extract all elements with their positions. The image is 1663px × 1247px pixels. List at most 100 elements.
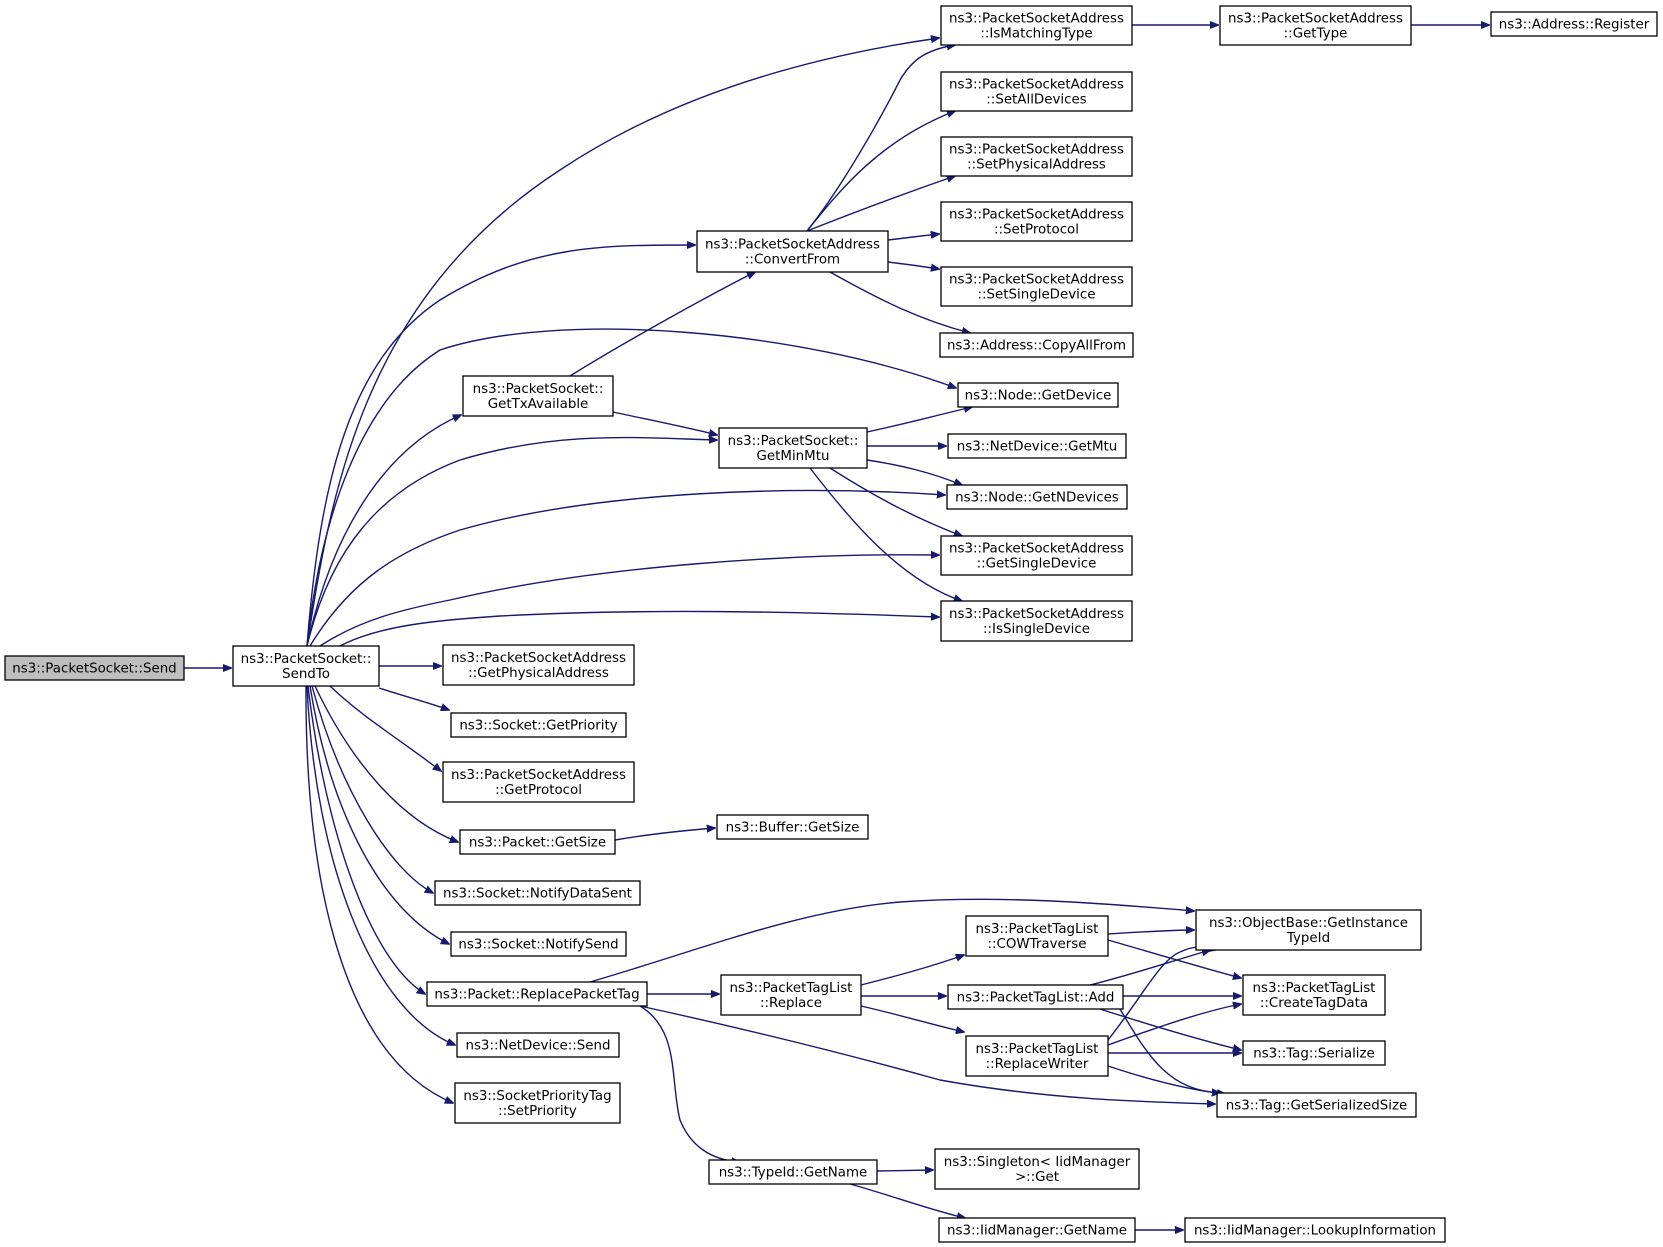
node-box xyxy=(940,266,1133,307)
node-label: ::CreateTagData xyxy=(1260,996,1368,1011)
function-node-setall[interactable]: ns3::PacketSocketAddress::SetAllDevices xyxy=(940,71,1133,112)
node-box xyxy=(462,375,614,417)
node-label: ns3::IidManager::LookupInformation xyxy=(1194,1224,1436,1239)
function-node-lookup[interactable]: ns3::IidManager::LookupInformation xyxy=(1184,1217,1446,1243)
function-node-notifysend[interactable]: ns3::Socket::NotifySend xyxy=(450,931,627,957)
function-node-ismatch[interactable]: ns3::PacketSocketAddress::IsMatchingType xyxy=(940,5,1133,46)
function-node-pktgetsize[interactable]: ns3::Packet::GetSize xyxy=(459,829,616,855)
call-edge-sendto-to-getdevice xyxy=(306,328,956,647)
call-edge-cowtrav-to-createtag xyxy=(1107,939,1241,978)
node-box xyxy=(696,230,889,273)
call-edge-convert-to-setall xyxy=(806,111,955,232)
node-label: ns3::Node::GetNDevices xyxy=(955,491,1119,506)
function-node-getphysaddr[interactable]: ns3::PacketSocketAddress::GetPhysicalAdd… xyxy=(442,644,635,686)
function-node-setprio[interactable]: ns3::SocketPriorityTag::SetPriority xyxy=(454,1082,621,1124)
call-edge-replacetag-to-tagsersize xyxy=(639,1005,1215,1104)
function-node-send[interactable]: ns3::PacketSocket::Send xyxy=(4,655,185,681)
function-node-gettx[interactable]: ns3::PacketSocket::GetTxAvailable xyxy=(462,375,614,417)
function-node-issingle[interactable]: ns3::PacketSocketAddress::IsSingleDevice xyxy=(940,600,1133,642)
function-node-getdevice[interactable]: ns3::Node::GetDevice xyxy=(957,382,1119,408)
node-label: ns3::PacketSocket:: xyxy=(728,434,859,449)
function-node-iidname[interactable]: ns3::IidManager::GetName xyxy=(938,1217,1136,1243)
call-edge-sendto-to-issingle xyxy=(339,610,939,647)
node-label: TypeId xyxy=(1286,931,1330,946)
function-node-ptladd[interactable]: ns3::PacketTagList::Add xyxy=(947,984,1124,1010)
node-box xyxy=(459,829,616,855)
node-label: ns3::Address::CopyAllFrom xyxy=(947,339,1126,354)
node-label: ns3::PacketSocket::Send xyxy=(12,662,176,677)
function-node-sendto[interactable]: ns3::PacketSocket::SendTo xyxy=(232,645,380,687)
call-edge-sendto-to-notifysend xyxy=(309,685,449,944)
node-label: ns3::Socket::NotifySend xyxy=(458,938,618,953)
function-node-setproto[interactable]: ns3::PacketSocketAddress::SetProtocol xyxy=(940,201,1133,242)
function-node-ptlreplace[interactable]: ns3::PacketTagList::Replace xyxy=(720,974,862,1016)
function-node-notifydata[interactable]: ns3::Socket::NotifyDataSent xyxy=(434,880,641,906)
node-label: ns3::NetDevice::GetMtu xyxy=(957,440,1118,455)
node-label: GetMinMtu xyxy=(757,449,830,464)
node-label: ns3::PacketSocketAddress xyxy=(949,12,1124,27)
function-node-convert[interactable]: ns3::PacketSocketAddress::ConvertFrom xyxy=(696,230,889,273)
function-nodes: ns3::PacketSocket::Sendns3::PacketSocket… xyxy=(4,5,1658,1243)
node-label: ns3::PacketSocket:: xyxy=(241,652,372,667)
node-label: SendTo xyxy=(282,667,330,682)
node-label: ::GetPhysicalAddress xyxy=(468,666,609,681)
node-label: ns3::ObjectBase::GetInstance xyxy=(1209,916,1408,931)
function-node-replacetag[interactable]: ns3::Packet::ReplacePacketTag xyxy=(426,981,648,1007)
call-edge-ptlreplace-to-cowtrav xyxy=(860,955,964,986)
call-edge-sendto-to-replacetag xyxy=(307,685,425,994)
node-box xyxy=(940,201,1133,242)
call-edge-sendto-to-getndev xyxy=(309,489,945,647)
node-label: ns3::PacketTagList xyxy=(1253,981,1376,996)
node-box xyxy=(718,427,868,469)
node-label: ns3::Socket::GetPriority xyxy=(459,719,617,734)
function-node-cowtrav[interactable]: ns3::PacketTagList::COWTraverse xyxy=(965,915,1109,957)
node-label: ns3::PacketSocketAddress xyxy=(949,78,1124,93)
function-node-getminmtu[interactable]: ns3::PacketSocket::GetMinMtu xyxy=(718,427,868,469)
function-node-getmtu[interactable]: ns3::NetDevice::GetMtu xyxy=(947,433,1127,459)
node-label: ns3::PacketSocketAddress xyxy=(949,143,1124,158)
function-node-createtag[interactable]: ns3::PacketTagList::CreateTagData xyxy=(1242,974,1386,1016)
function-node-netsend[interactable]: ns3::NetDevice::Send xyxy=(456,1032,620,1058)
call-edge-getminmtu-to-getndev xyxy=(866,459,962,485)
node-label: ns3::PacketSocketAddress xyxy=(1228,12,1403,27)
node-label: ns3::PacketSocketAddress xyxy=(705,238,880,253)
call-edge-sendto-to-netsend xyxy=(306,685,455,1045)
call-edge-pktgetsize-to-bufgetsize xyxy=(614,828,715,841)
call-edge-sendto-to-getproto xyxy=(329,685,441,771)
node-box xyxy=(947,984,1124,1010)
node-label: ns3::Node::GetDevice xyxy=(965,389,1112,404)
call-edge-sendto-to-getminmtu xyxy=(306,438,717,647)
node-label: ::ConvertFrom xyxy=(745,253,840,268)
function-node-typename[interactable]: ns3::TypeId::GetName xyxy=(708,1159,878,1185)
function-node-setphys[interactable]: ns3::PacketSocketAddress::SetPhysicalAdd… xyxy=(940,136,1133,177)
node-label: ns3::IidManager::GetName xyxy=(947,1224,1127,1239)
node-label: ns3::PacketSocket:: xyxy=(473,382,604,397)
call-edge-replacetag-to-objinst xyxy=(589,898,1194,983)
function-node-gettype[interactable]: ns3::PacketSocketAddress::GetType xyxy=(1219,5,1412,46)
function-node-getsingle[interactable]: ns3::PacketSocketAddress::GetSingleDevic… xyxy=(940,535,1133,576)
node-box xyxy=(957,382,1119,408)
function-node-getproto[interactable]: ns3::PacketSocketAddress::GetProtocol xyxy=(442,761,635,803)
node-label: ::SetAllDevices xyxy=(986,93,1086,108)
function-node-bufgetsize[interactable]: ns3::Buffer::GetSize xyxy=(716,814,869,840)
node-box xyxy=(965,915,1109,957)
node-box xyxy=(946,484,1128,510)
function-node-singleton[interactable]: ns3::Singleton< IidManager>::Get xyxy=(934,1148,1140,1190)
node-label: ns3::TypeId::GetName xyxy=(719,1166,868,1181)
node-label: ns3::PacketSocketAddress xyxy=(949,542,1124,557)
node-label: ns3::PacketTagList xyxy=(730,981,853,996)
function-node-register[interactable]: ns3::Address::Register xyxy=(1490,11,1658,37)
function-node-tagsersize[interactable]: ns3::Tag::GetSerializedSize xyxy=(1216,1092,1417,1118)
function-node-getprio[interactable]: ns3::Socket::GetPriority xyxy=(450,712,627,738)
node-box xyxy=(720,974,862,1016)
function-node-setsingle[interactable]: ns3::PacketSocketAddress::SetSingleDevic… xyxy=(940,266,1133,307)
function-node-copyall[interactable]: ns3::Address::CopyAllFrom xyxy=(939,332,1134,358)
function-node-tagser[interactable]: ns3::Tag::Serialize xyxy=(1242,1040,1386,1066)
function-node-replwriter[interactable]: ns3::PacketTagList::ReplaceWriter xyxy=(965,1035,1109,1077)
node-box xyxy=(940,71,1133,112)
call-edge-ptladd-to-tagser xyxy=(1099,1008,1241,1050)
call-edge-ptladd-to-objinst xyxy=(1089,950,1210,986)
node-label: ns3::Address::Register xyxy=(1499,18,1650,33)
function-node-getndev[interactable]: ns3::Node::GetNDevices xyxy=(946,484,1128,510)
